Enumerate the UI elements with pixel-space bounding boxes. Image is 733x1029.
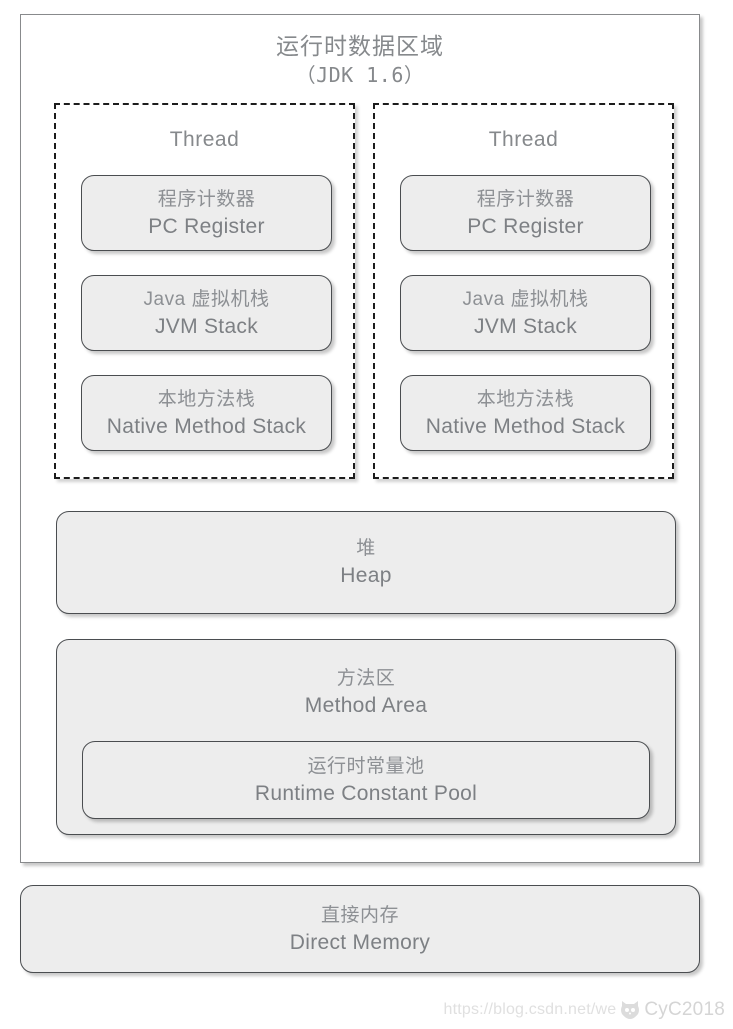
diagram-title: 运行时数据区域 （JDK 1.6）	[21, 31, 699, 89]
region-label-cn: 程序计数器	[476, 188, 575, 210]
region-label-en: Direct Memory	[289, 930, 431, 954]
region-label-cn: 本地方法栈	[157, 388, 256, 410]
region-native-method-stack: 本地方法栈 Native Method Stack	[81, 375, 332, 451]
region-label-cn: Java 虚拟机栈	[462, 288, 589, 310]
region-pc-register: 程序计数器 PC Register	[400, 175, 651, 251]
region-label-cn: 程序计数器	[157, 188, 256, 210]
region-label-en: Method Area	[304, 694, 428, 717]
method-area-inner: 运行时常量池 Runtime Constant Pool	[57, 741, 675, 819]
region-label-en: Native Method Stack	[106, 414, 307, 438]
thread-regions-1: 程序计数器 PC Register Java 虚拟机栈 JVM Stack 本地…	[81, 175, 332, 451]
thread-box-2: Thread 程序计数器 PC Register Java 虚拟机栈 JVM S…	[373, 103, 674, 479]
region-label-cn: 运行时常量池	[307, 755, 425, 777]
region-label-en: Heap	[340, 564, 392, 587]
thread-box-1: Thread 程序计数器 PC Register Java 虚拟机栈 JVM S…	[54, 103, 355, 479]
region-label-en: PC Register	[467, 214, 584, 238]
region-label-cn: 方法区	[336, 668, 396, 689]
runtime-data-area-container: 运行时数据区域 （JDK 1.6） Thread 程序计数器 PC Regist…	[20, 14, 700, 863]
region-runtime-constant-pool: 运行时常量池 Runtime Constant Pool	[82, 741, 650, 819]
threads-row: Thread 程序计数器 PC Register Java 虚拟机栈 JVM S…	[54, 103, 674, 479]
thread-label: Thread	[169, 128, 240, 151]
region-method-area: 方法区 Method Area 运行时常量池 Runtime Constant …	[56, 639, 676, 835]
thread-label: Thread	[488, 128, 559, 151]
thread-regions-2: 程序计数器 PC Register Java 虚拟机栈 JVM Stack 本地…	[400, 175, 651, 451]
region-pc-register: 程序计数器 PC Register	[81, 175, 332, 251]
region-jvm-stack: Java 虚拟机栈 JVM Stack	[400, 275, 651, 351]
region-label-cn: 堆	[356, 538, 376, 559]
region-direct-memory: 直接内存 Direct Memory	[20, 885, 700, 973]
region-heap: 堆 Heap	[56, 511, 676, 614]
region-label-cn: 本地方法栈	[476, 388, 575, 410]
region-label-en: JVM Stack	[473, 314, 578, 338]
watermark: https://blog.csdn.net/we CyC2018	[443, 999, 725, 1021]
watermark-name: CyC2018	[644, 999, 725, 1020]
region-label-cn: 直接内存	[320, 904, 399, 926]
cat-logo-icon	[619, 1000, 641, 1020]
jdk-version-label: （JDK 1.6）	[295, 63, 425, 87]
region-label-en: PC Register	[148, 214, 265, 238]
region-label-en: Runtime Constant Pool	[254, 781, 478, 805]
watermark-url: https://blog.csdn.net/we	[443, 1001, 617, 1018]
page-title: 运行时数据区域	[276, 33, 444, 59]
region-label-en: Native Method Stack	[425, 414, 626, 438]
region-label-cn: Java 虚拟机栈	[143, 288, 270, 310]
region-native-method-stack: 本地方法栈 Native Method Stack	[400, 375, 651, 451]
region-label-en: JVM Stack	[154, 314, 259, 338]
region-jvm-stack: Java 虚拟机栈 JVM Stack	[81, 275, 332, 351]
